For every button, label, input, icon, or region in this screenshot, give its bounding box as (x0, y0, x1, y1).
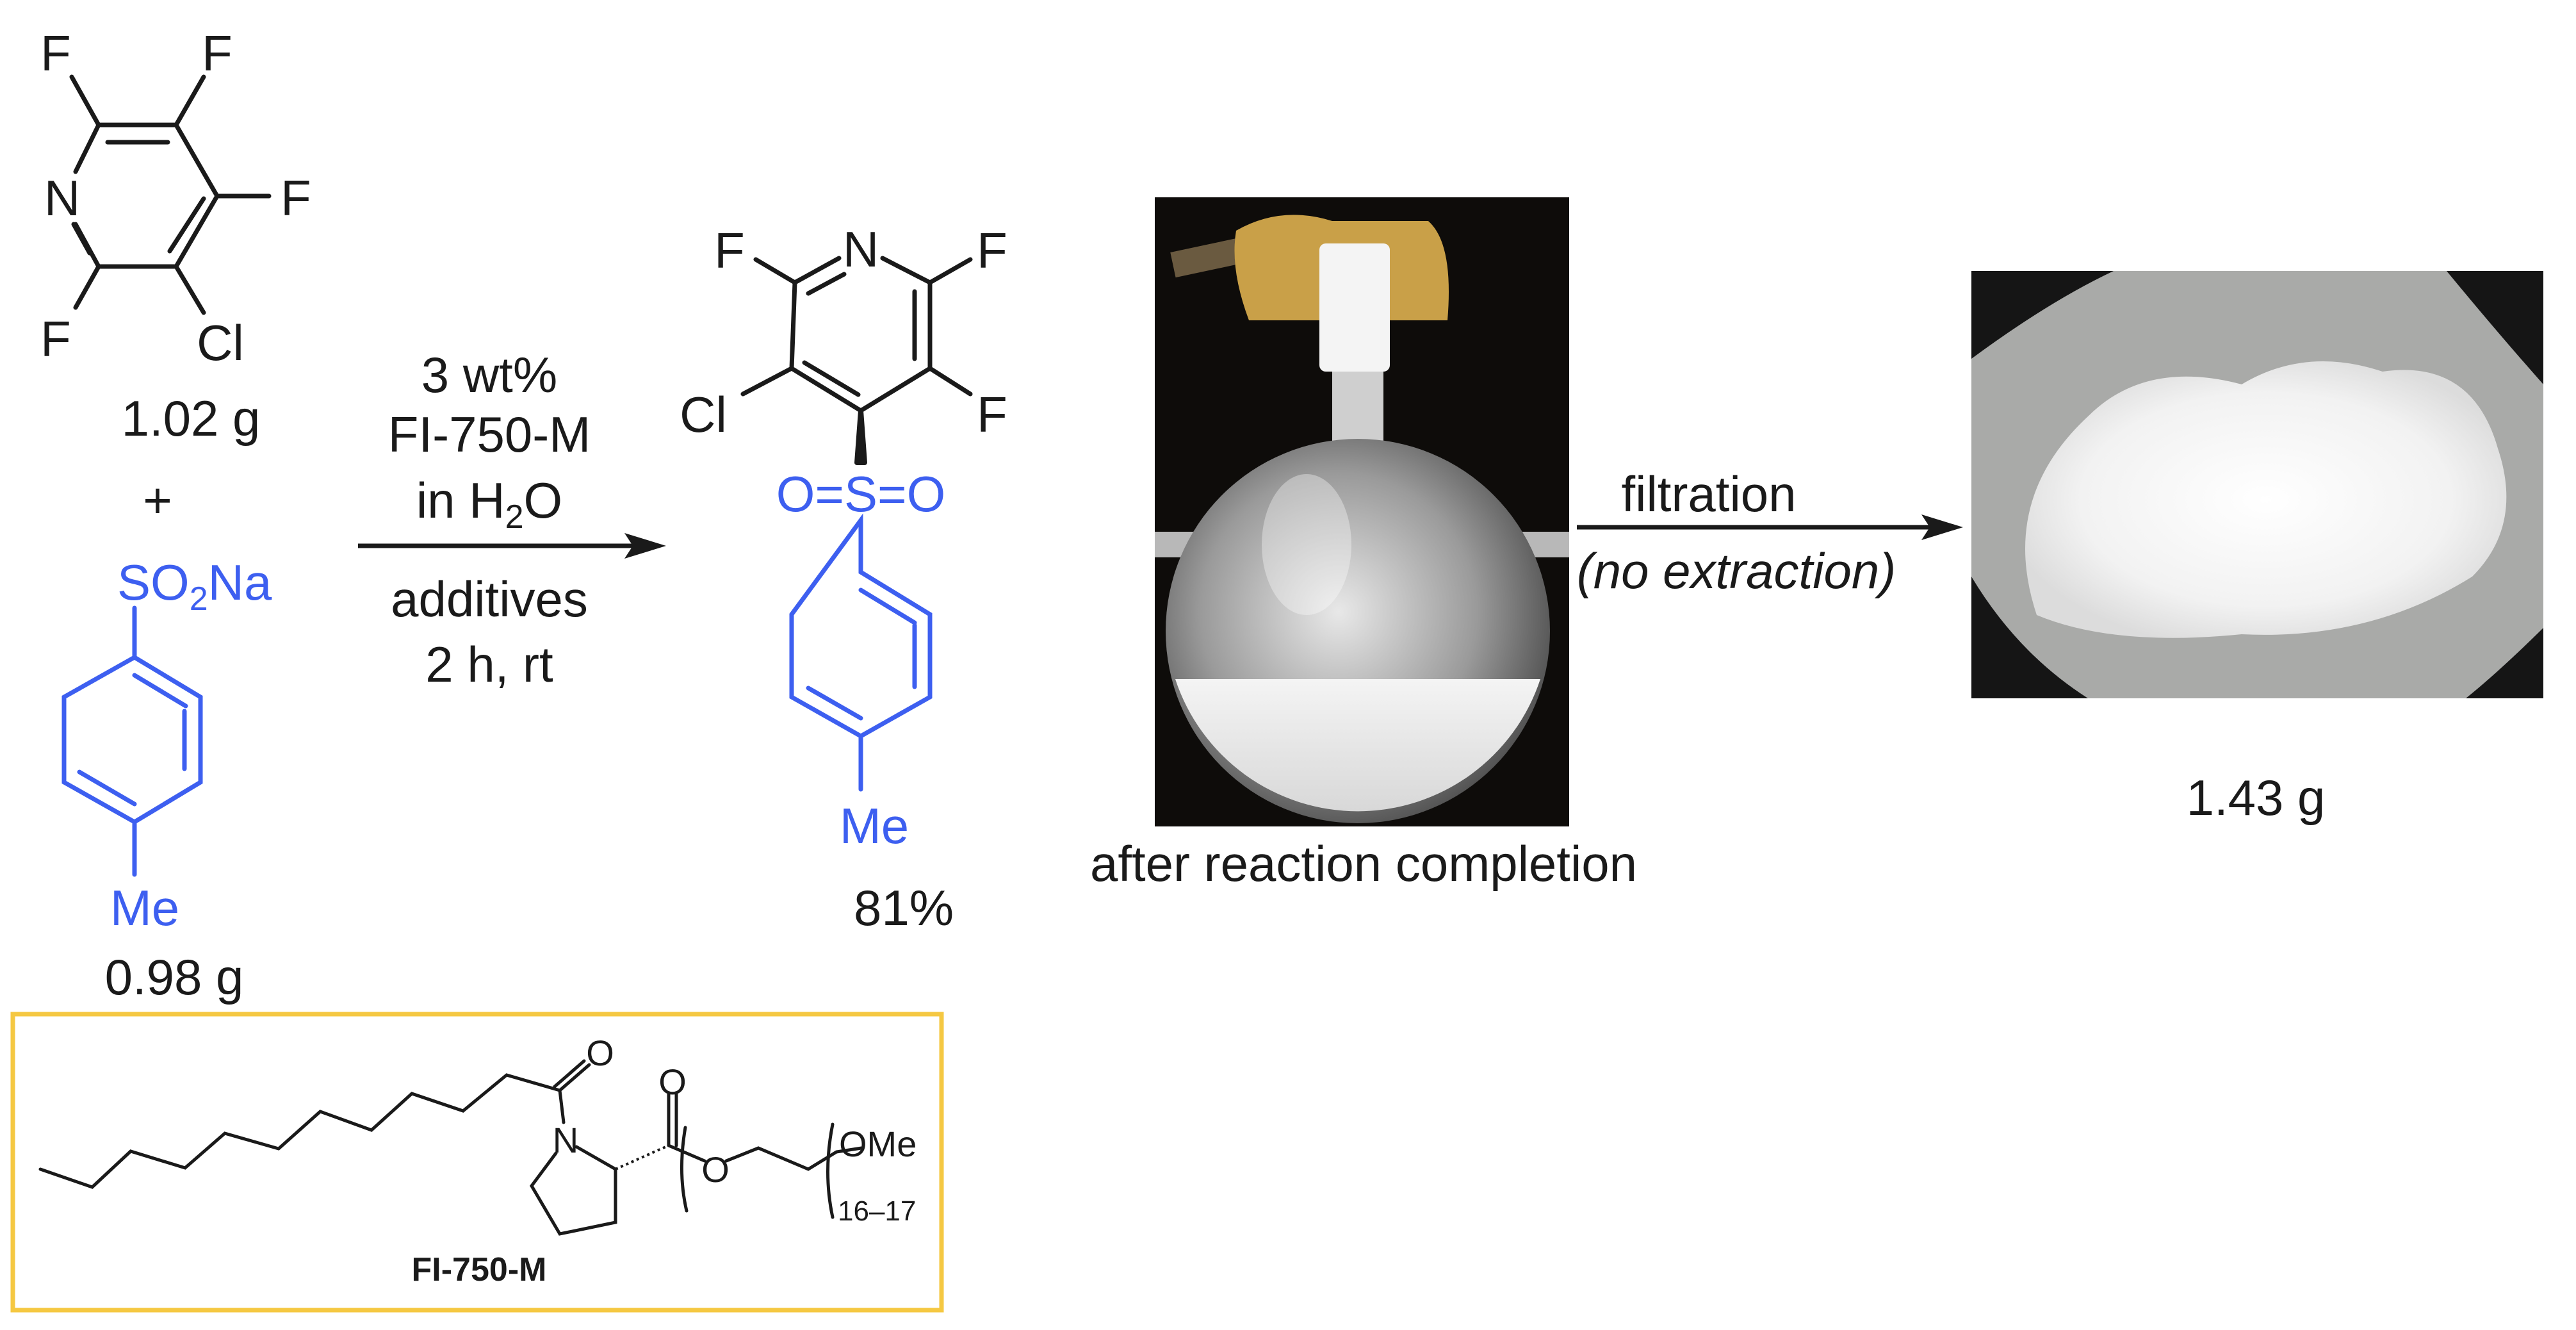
atom-f: F (714, 222, 745, 279)
atom-f: F (281, 170, 311, 226)
atom-n: N (44, 170, 80, 226)
methoxy-label: OMe (839, 1124, 917, 1164)
photo-product-powder (1971, 271, 2543, 698)
repeat-count: 16–17 (838, 1195, 916, 1227)
product-sulfone: F N F F Cl O=S=O Me 81% (680, 221, 1007, 936)
condition-time-temp: 2 h, rt (425, 636, 553, 693)
reactant-sodium-toluenesulfinate: SO2Na Me 0.98 g (61, 554, 272, 1005)
atom-o: O (586, 1033, 614, 1073)
atom-o: O (701, 1149, 730, 1190)
sulfinate-group: SO2Na (117, 554, 272, 618)
filtration-arrow (1577, 514, 1963, 540)
reactant1-mass: 1.02 g (122, 390, 261, 447)
reactant2-mass: 0.98 g (105, 949, 244, 1005)
atom-o: O (658, 1062, 687, 1102)
pyridine-ring-bonds (69, 74, 272, 315)
condition-catalyst-loading: 3 wt% (421, 347, 557, 403)
reaction-arrow (358, 533, 666, 559)
product-yield: 81% (854, 880, 954, 936)
atom-f: F (202, 25, 232, 81)
atom-cl: Cl (680, 386, 727, 443)
atom-f: F (977, 386, 1007, 443)
photo-reaction-flask (1155, 197, 1569, 826)
flask-caption: after reaction completion (1090, 835, 1637, 892)
reactant-chlorotetrafluoropyridine: F F F F N Cl 1.02 g (40, 25, 311, 447)
atom-f: F (40, 311, 71, 367)
atom-f: F (40, 25, 71, 81)
condition-additives: additives (391, 571, 588, 627)
workup-sublabel: (no extraction) (1577, 543, 1896, 599)
condition-solvent: in H2O (416, 472, 562, 536)
atom-n: N (553, 1120, 578, 1160)
atom-f: F (977, 222, 1007, 279)
sulfonyl-group: O=S=O (776, 466, 946, 522)
atom-n: N (843, 221, 879, 277)
condition-surfactant: FI-750-M (388, 406, 591, 463)
plus-sign: + (143, 472, 172, 529)
atom-cl: Cl (197, 315, 244, 371)
workup-label: filtration (1621, 466, 1796, 522)
surfactant-name: FI-750-M (412, 1251, 547, 1288)
product-mass: 1.43 g (2187, 769, 2326, 826)
methyl-label: Me (840, 798, 909, 854)
surfactant-structure-box: O N O O OMe 16–17 FI-750-M (10, 1012, 944, 1313)
methyl-label: Me (110, 880, 179, 936)
